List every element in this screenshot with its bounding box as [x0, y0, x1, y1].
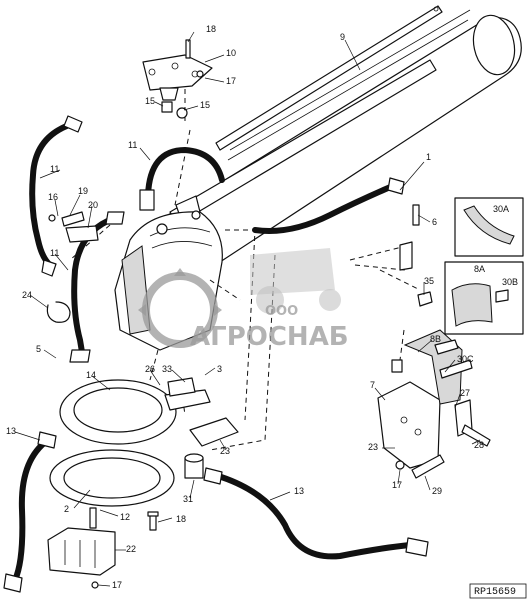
hose-clamp [46, 301, 71, 323]
callout-28: 28 [474, 440, 484, 450]
callout-30c: 30C [457, 354, 474, 364]
figure-id: RP15659 [474, 587, 516, 598]
lower-bracket [47, 507, 116, 589]
callout-11-center: 11 [128, 140, 137, 150]
ring-plate [59, 377, 211, 445]
inset-30b-label: 30B [502, 277, 518, 287]
callout-23-center: 23 [220, 446, 230, 456]
inset-8a: 8A 30B [444, 261, 524, 335]
callout-14: 14 [86, 370, 96, 380]
callout-24: 24 [22, 290, 32, 300]
callouts: 1 2 3 5 6 7 8B 9 10 11 11 11 12 13 13 14… [6, 24, 484, 590]
leader-lines [14, 31, 481, 587]
watermark: ООО АГРОСНАБ [138, 248, 349, 352]
callout-19: 19 [78, 186, 88, 196]
gasket [49, 449, 175, 507]
callout-11-left: 11 [50, 164, 59, 174]
callout-17-top: 17 [226, 76, 236, 86]
callout-35: 35 [424, 276, 434, 286]
callout-31: 31 [183, 494, 193, 504]
tractor-logo-icon [250, 248, 341, 314]
right-bracket-assembly [377, 329, 491, 479]
callout-33: 33 [162, 364, 172, 374]
callout-18-top: 18 [206, 24, 216, 34]
pins [399, 204, 433, 307]
inset-8a-label: 8A [474, 264, 485, 274]
inset-30a-label: 30A [493, 204, 509, 214]
hydraulic-hoses [3, 115, 429, 593]
watermark-line1: ООО [265, 304, 298, 319]
callout-15-left: 15 [145, 96, 155, 106]
gear-logo-icon [138, 268, 222, 348]
callout-2: 2 [64, 504, 69, 514]
callout-7: 7 [370, 380, 375, 390]
callout-3: 3 [217, 364, 222, 374]
bolts [147, 511, 159, 531]
callout-13-right: 13 [294, 486, 304, 496]
callout-26: 26 [145, 364, 155, 374]
callout-17-right: 17 [392, 480, 402, 490]
callout-8b: 8B [430, 334, 441, 344]
callout-18-bottom: 18 [176, 514, 186, 524]
callout-5: 5 [36, 344, 41, 354]
callout-20: 20 [88, 200, 98, 210]
callout-22: 22 [126, 544, 136, 554]
fitting-parts [48, 211, 99, 243]
callout-1: 1 [426, 152, 431, 162]
callout-11-lower: 11 [50, 248, 59, 258]
callout-9: 9 [340, 32, 345, 42]
figure-id-box [469, 583, 527, 599]
auger-tube [167, 9, 522, 263]
inset-30a: 30A [454, 197, 524, 257]
callout-6: 6 [432, 217, 437, 227]
callout-29: 29 [432, 486, 442, 496]
callout-10: 10 [226, 48, 236, 58]
callout-13-left: 13 [6, 426, 16, 436]
coupler [184, 453, 204, 479]
mounting-bracket [142, 39, 213, 119]
wear-strip [215, 5, 443, 151]
callout-17-bottom: 17 [112, 580, 122, 590]
callout-27: 27 [460, 388, 470, 398]
callout-23-right: 23 [368, 442, 378, 452]
plate [189, 417, 239, 447]
callout-16: 16 [48, 192, 58, 202]
watermark-line2: АГРОСНАБ [190, 322, 349, 352]
callout-12: 12 [120, 512, 130, 522]
callout-15-right: 15 [200, 100, 210, 110]
